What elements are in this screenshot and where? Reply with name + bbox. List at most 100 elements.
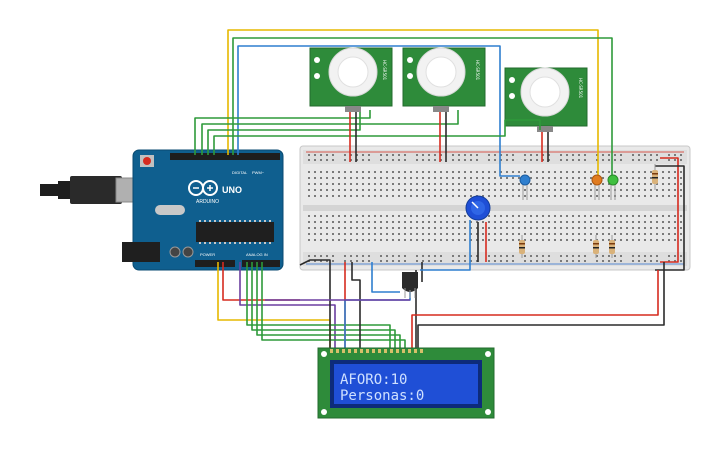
breadboard-hole [650,177,652,179]
breadboard-hole [584,154,586,156]
breadboard-hole [614,233,616,235]
breadboard-hole [680,159,682,161]
breadboard-hole [314,221,316,223]
breadboard-hole [326,215,328,217]
breadboard-hole [344,233,346,235]
breadboard-hole [380,183,382,185]
breadboard-hole [356,177,358,179]
breadboard-hole [362,171,364,173]
breadboard-hole [632,189,634,191]
breadboard-hole [332,221,334,223]
breadboard-hole [326,177,328,179]
breadboard-hole [368,227,370,229]
resistor-1[interactable] [519,235,525,258]
breadboard-hole [338,171,340,173]
breadboard-hole [560,233,562,235]
resistor-4[interactable] [652,164,658,190]
pir-sensor-1[interactable]: HC-SR501 [309,47,393,112]
breadboard-hole [584,177,586,179]
breadboard-hole [452,227,454,229]
breadboard-hole [512,189,514,191]
led-blue[interactable] [519,174,531,200]
breadboard-hole [332,183,334,185]
potentiometer[interactable] [465,195,491,221]
breadboard-hole [362,233,364,235]
breadboard-hole [644,227,646,229]
breadboard-hole [374,233,376,235]
breadboard-hole [620,239,622,241]
breadboard-hole [500,260,502,262]
breadboard-hole [530,233,532,235]
breadboard-hole [680,221,682,223]
breadboard-hole [680,171,682,173]
breadboard-hole [458,215,460,217]
breadboard-hole [656,260,658,262]
breadboard-hole [638,171,640,173]
breadboard-hole [674,233,676,235]
breadboard-hole [410,221,412,223]
breadboard-hole [470,189,472,191]
breadboard-hole [584,195,586,197]
chip-pin [249,242,251,244]
breadboard-hole [314,239,316,241]
led-green[interactable] [607,174,619,200]
breadboard-hole [398,233,400,235]
breadboard-hole [314,227,316,229]
breadboard-hole [386,159,388,161]
breadboard[interactable] [299,145,691,271]
breadboard-hole [386,233,388,235]
breadboard-hole [602,227,604,229]
breadboard-hole [482,233,484,235]
breadboard-hole [440,154,442,156]
atmega-chip-pins [199,220,271,244]
breadboard-hole [440,221,442,223]
breadboard-hole [356,171,358,173]
breadboard-hole [662,221,664,223]
breadboard-hole [410,227,412,229]
breadboard-hole [512,183,514,185]
breadboard-hole [560,215,562,217]
breadboard-hole [500,159,502,161]
breadboard-hole [464,227,466,229]
breadboard-hole [584,239,586,241]
breadboard-hole [416,159,418,161]
breadboard-hole [566,189,568,191]
breadboard-hole [482,171,484,173]
lcd-pin [384,349,387,353]
breadboard-hole [386,171,388,173]
resistor-2[interactable] [593,235,599,258]
breadboard-hole [668,260,670,262]
pir-sensor-3[interactable]: HC-SR501 [504,67,588,132]
led-orange[interactable] [591,174,603,200]
arduino-uno-board[interactable]: ARDUINO UNO DIGITAL PWM~ ANALOG IN POWER [40,149,284,271]
breadboard-hole [362,239,364,241]
breadboard-hole [350,189,352,191]
breadboard-hole [608,183,610,185]
breadboard-hole [374,171,376,173]
breadboard-hole [644,195,646,197]
breadboard-hole [638,221,640,223]
temperature-sensor[interactable] [402,272,418,298]
lcd-pin [336,349,339,353]
breadboard-hole [530,255,532,257]
breadboard-hole [386,255,388,257]
lcd-pin [360,349,363,353]
resistor-3[interactable] [609,235,615,258]
breadboard-hole [554,221,556,223]
breadboard-hole [428,195,430,197]
breadboard-hole [380,239,382,241]
breadboard-hole [560,183,562,185]
breadboard-hole [584,171,586,173]
pir-sensor-2[interactable]: HC-SR501 [402,47,486,112]
breadboard-hole [308,171,310,173]
breadboard-hole [632,221,634,223]
breadboard-hole [512,239,514,241]
breadboard-hole [320,215,322,217]
breadboard-hole [650,159,652,161]
breadboard-hole [590,233,592,235]
breadboard-hole [380,227,382,229]
lcd-display[interactable]: AFORO:10 Personas:0 [317,347,495,419]
breadboard-hole [530,189,532,191]
breadboard-hole [392,255,394,257]
breadboard-hole [368,189,370,191]
